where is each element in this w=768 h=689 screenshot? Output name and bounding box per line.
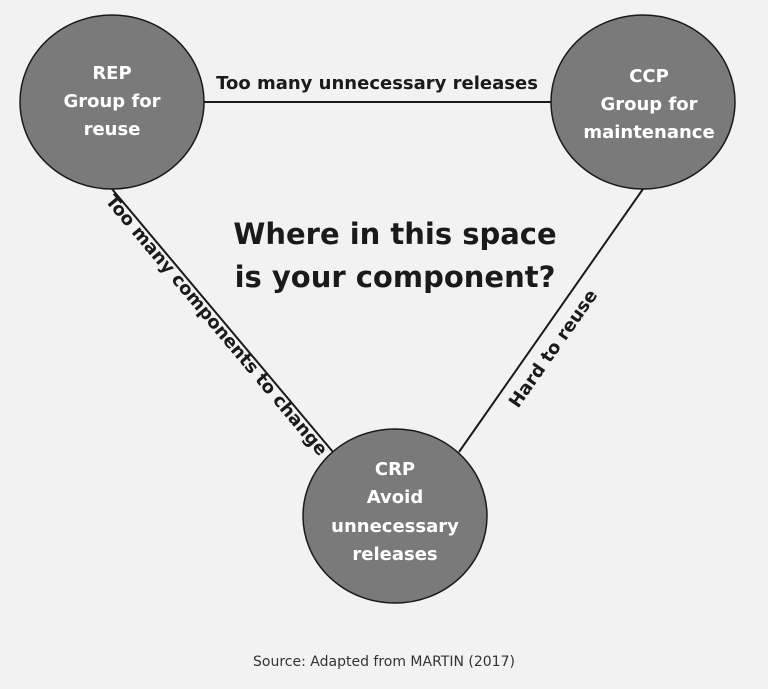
- node-crp-line4: releases: [352, 544, 437, 565]
- node-crp: CRP Avoid unnecessary releases: [302, 428, 488, 604]
- node-rep-circle: [19, 14, 205, 190]
- edge-label-right: Hard to reuse: [505, 286, 602, 412]
- node-ccp-line2: Group for: [600, 94, 697, 115]
- edge-rep-crp: [111, 188, 334, 453]
- node-rep: REP Group for reuse: [19, 14, 205, 190]
- edge-label-top: Too many unnecessary releases: [216, 73, 538, 94]
- node-ccp-title: CCP: [629, 66, 669, 87]
- source-caption: Source: Adapted from MARTIN (2017): [253, 654, 515, 670]
- node-ccp-line3: maintenance: [583, 122, 714, 143]
- center-question-line2: is your component?: [235, 260, 556, 294]
- node-crp-title: CRP: [375, 459, 415, 480]
- node-ccp: CCP Group for maintenance: [550, 14, 736, 190]
- node-rep-title: REP: [92, 63, 131, 84]
- center-question-line1: Where in this space: [233, 217, 556, 251]
- node-crp-line3: unnecessary: [331, 516, 459, 537]
- node-crp-circle: [302, 428, 488, 604]
- node-rep-line2: Group for: [63, 91, 160, 112]
- node-ccp-circle: [550, 14, 736, 190]
- node-rep-line3: reuse: [84, 119, 141, 140]
- node-crp-line2: Avoid: [367, 487, 423, 508]
- edge-ccp-crp: [458, 188, 644, 453]
